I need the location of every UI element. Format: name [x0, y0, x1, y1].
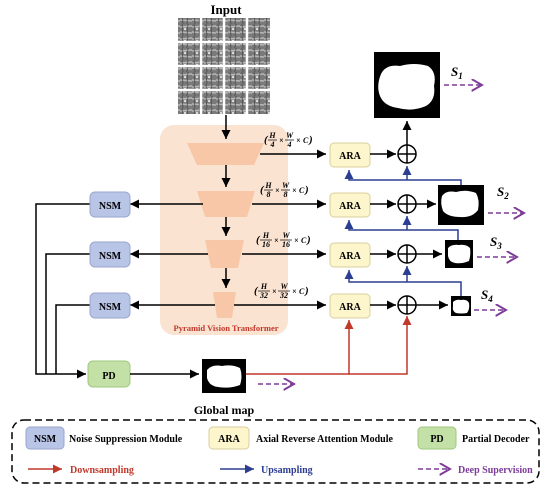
- svg-text:×: ×: [292, 186, 297, 195]
- ara-block-2: ARA: [329, 192, 371, 218]
- svg-text:16: 16: [282, 240, 290, 249]
- legend-pd-swatch: [417, 426, 457, 450]
- pd-block: PD: [87, 360, 131, 388]
- legend-nsm-text: Noise Suppression Module: [69, 434, 183, 445]
- svg-text:8: 8: [284, 190, 288, 199]
- nsm-label: NSM: [99, 251, 122, 262]
- nsm-block-3: NSM: [89, 292, 131, 319]
- output-mask-1: [374, 52, 440, 118]
- ara-label: ARA: [339, 251, 361, 262]
- sum-node-3: [397, 244, 417, 264]
- svg-text:): ): [304, 285, 309, 297]
- legend-downsampling-text: Downsampling: [70, 465, 134, 476]
- svg-text:4: 4: [287, 140, 292, 149]
- ara-label: ARA: [339, 302, 361, 313]
- svg-text:W: W: [280, 282, 288, 291]
- svg-text:(: (: [264, 134, 269, 146]
- global-map-label: Global map: [194, 403, 255, 417]
- output-label-2: S2: [497, 184, 509, 201]
- svg-text:C: C: [301, 236, 307, 245]
- pvt-stage-3: [205, 240, 244, 268]
- ara-block-4: ARA: [329, 293, 371, 319]
- legend-ara-text: Axial Reverse Attention Module: [256, 434, 393, 445]
- nsm-block-1: NSM: [89, 191, 131, 218]
- sum-node-2: [397, 194, 417, 214]
- ara-block-3: ARA: [329, 242, 371, 268]
- svg-text:×: ×: [275, 186, 280, 195]
- pvt-stage-1: [187, 143, 264, 165]
- output-mask-4: [451, 296, 471, 316]
- dimension-label-3: (H16×W16×C): [256, 231, 311, 249]
- svg-text:C: C: [299, 186, 305, 195]
- svg-text:H: H: [262, 231, 270, 240]
- svg-text:W: W: [286, 131, 294, 140]
- global-map-image: [202, 359, 246, 393]
- output-label-1: S1: [451, 64, 463, 81]
- svg-text:4: 4: [270, 140, 275, 149]
- svg-text:(: (: [256, 234, 261, 246]
- svg-text:H: H: [260, 282, 268, 291]
- svg-text:×: ×: [274, 236, 279, 245]
- svg-text:C: C: [303, 136, 309, 145]
- svg-text:H: H: [268, 131, 276, 140]
- legend-deep-supervision-text: Deep Supervision: [458, 465, 533, 476]
- ara-block-1: ARA: [329, 142, 371, 168]
- svg-text:): ): [306, 234, 311, 246]
- svg-text:C: C: [299, 287, 305, 296]
- input-image: [178, 18, 270, 114]
- svg-text:8: 8: [267, 190, 271, 199]
- legend-nsm-swatch: [25, 426, 65, 450]
- svg-text:×: ×: [296, 136, 301, 145]
- ara-label: ARA: [339, 151, 361, 162]
- svg-text:×: ×: [272, 287, 277, 296]
- svg-text:W: W: [282, 231, 290, 240]
- legend-ara-abbr: ARA: [218, 434, 240, 445]
- nsm-label: NSM: [99, 201, 122, 212]
- pvt-label: Pyramid Vision Transformer: [174, 323, 279, 333]
- output-label-3: S3: [490, 234, 502, 251]
- svg-text:32: 32: [259, 291, 268, 300]
- svg-text:): ): [304, 184, 309, 196]
- nsm-label: NSM: [99, 302, 122, 313]
- pvt-stage-2: [197, 191, 255, 217]
- svg-text:×: ×: [292, 287, 297, 296]
- svg-text:H: H: [264, 181, 272, 190]
- nsm-block-2: NSM: [89, 241, 131, 268]
- dimension-label-1: (H4×W4×C): [264, 131, 313, 149]
- svg-text:(: (: [254, 285, 259, 297]
- svg-text:16: 16: [262, 240, 270, 249]
- input-label: Input: [210, 2, 242, 17]
- pd-label: PD: [102, 371, 115, 382]
- legend: NSM Noise Suppression Module ARA Axial R…: [11, 419, 540, 484]
- svg-text:×: ×: [279, 136, 284, 145]
- legend-pd-text: Partial Decoder: [462, 434, 530, 445]
- sum-node-1: [397, 144, 417, 164]
- dimension-label-2: (H8×W8×C): [260, 181, 309, 199]
- ara-label: ARA: [339, 201, 361, 212]
- svg-text:W: W: [282, 181, 290, 190]
- svg-text:): ): [308, 134, 313, 146]
- svg-text:(: (: [260, 184, 265, 196]
- sum-node-4: [397, 295, 417, 315]
- svg-text:×: ×: [294, 236, 299, 245]
- output-mask-2: [438, 185, 484, 225]
- legend-upsampling-text: Upsampling: [261, 465, 313, 476]
- pvt-stage-4: [213, 292, 236, 318]
- legend-ara-swatch: [208, 426, 250, 450]
- svg-text:32: 32: [279, 291, 288, 300]
- legend-pd-abbr: PD: [430, 434, 443, 445]
- output-label-4: S4: [481, 287, 493, 304]
- output-mask-3: [445, 240, 473, 268]
- legend-nsm-abbr: NSM: [34, 434, 57, 445]
- dimension-label-4: (H32×W32×C): [254, 282, 309, 300]
